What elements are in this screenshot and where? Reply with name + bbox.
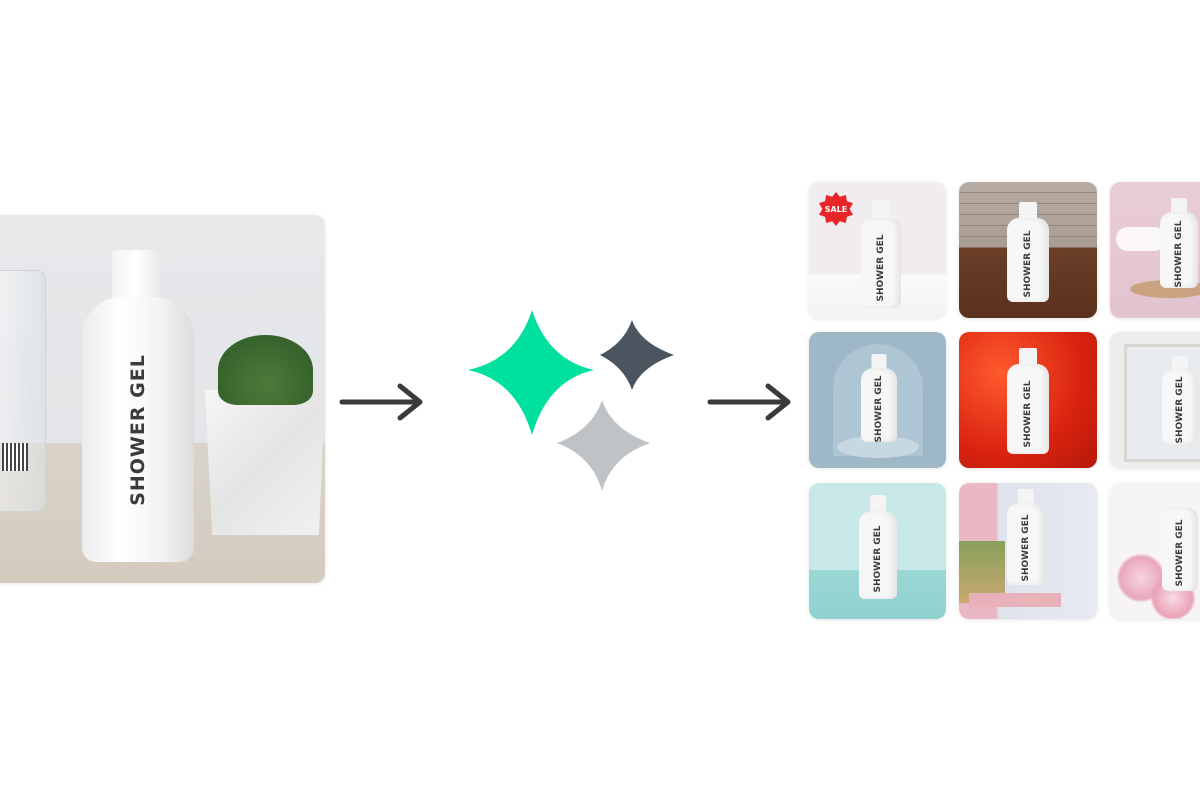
product-label: SHOWER GEL <box>1023 379 1033 448</box>
gallery-image-5[interactable]: SHOWER GEL <box>959 332 1097 468</box>
product-label: SHOWER GEL <box>127 353 149 506</box>
gallery-image-4[interactable]: SHOWER GEL <box>809 332 946 468</box>
bottle: SHOWER GEL <box>1162 356 1198 444</box>
bottle: SHOWER GEL <box>1160 198 1198 288</box>
plant-pot <box>205 390 325 535</box>
barcode <box>2 443 28 471</box>
sale-badge: SALE <box>819 192 853 226</box>
bottle-cap <box>112 250 162 302</box>
gallery-image-6[interactable]: SHOWER GEL <box>1110 332 1200 468</box>
arrow-right-icon <box>339 383 423 421</box>
bottle: SHOWER GEL <box>861 354 897 442</box>
gallery-image-9[interactable]: SHOWER GEL <box>1110 483 1200 619</box>
green-block <box>959 541 1005 603</box>
product-label: SHOWER GEL <box>1175 376 1185 444</box>
bottle: SHOWER GEL <box>1162 493 1198 591</box>
glass-jar <box>0 270 46 512</box>
cloud <box>1116 227 1166 251</box>
shower-gel-bottle: SHOWER GEL <box>82 297 194 562</box>
product-label: SHOWER GEL <box>1174 220 1184 288</box>
arrow-right-icon <box>707 383 791 421</box>
gallery-image-8[interactable]: SHOWER GEL <box>959 483 1097 619</box>
product-label: SHOWER GEL <box>876 233 886 302</box>
gallery-image-1[interactable]: SALE SHOWER GEL <box>809 182 946 318</box>
product-label: SHOWER GEL <box>874 375 884 443</box>
sparkle-dark <box>600 320 674 390</box>
bottle: SHOWER GEL <box>861 200 901 308</box>
gallery-image-7[interactable]: SHOWER GEL <box>809 483 946 619</box>
bottle: SHOWER GEL <box>1007 348 1049 454</box>
source-photo: SHOWER GEL <box>0 215 325 583</box>
gallery-image-3[interactable]: SHOWER GEL <box>1110 182 1200 318</box>
bottle: SHOWER GEL <box>1007 202 1049 302</box>
sparkle-green <box>468 310 594 435</box>
product-label: SHOWER GEL <box>1175 519 1185 587</box>
product-label: SHOWER GEL <box>873 525 883 593</box>
bottle: SHOWER GEL <box>859 495 897 599</box>
sparkles-icon <box>468 310 674 491</box>
succulent <box>218 335 313 405</box>
pink-book <box>969 593 1061 607</box>
bottle: SHOWER GEL <box>1007 489 1045 585</box>
gallery-image-2[interactable]: SHOWER GEL <box>959 182 1097 318</box>
sparkle-light <box>557 400 650 491</box>
podium <box>837 436 919 458</box>
product-label: SHOWER GEL <box>1023 230 1033 298</box>
product-label: SHOWER GEL <box>1021 514 1031 582</box>
